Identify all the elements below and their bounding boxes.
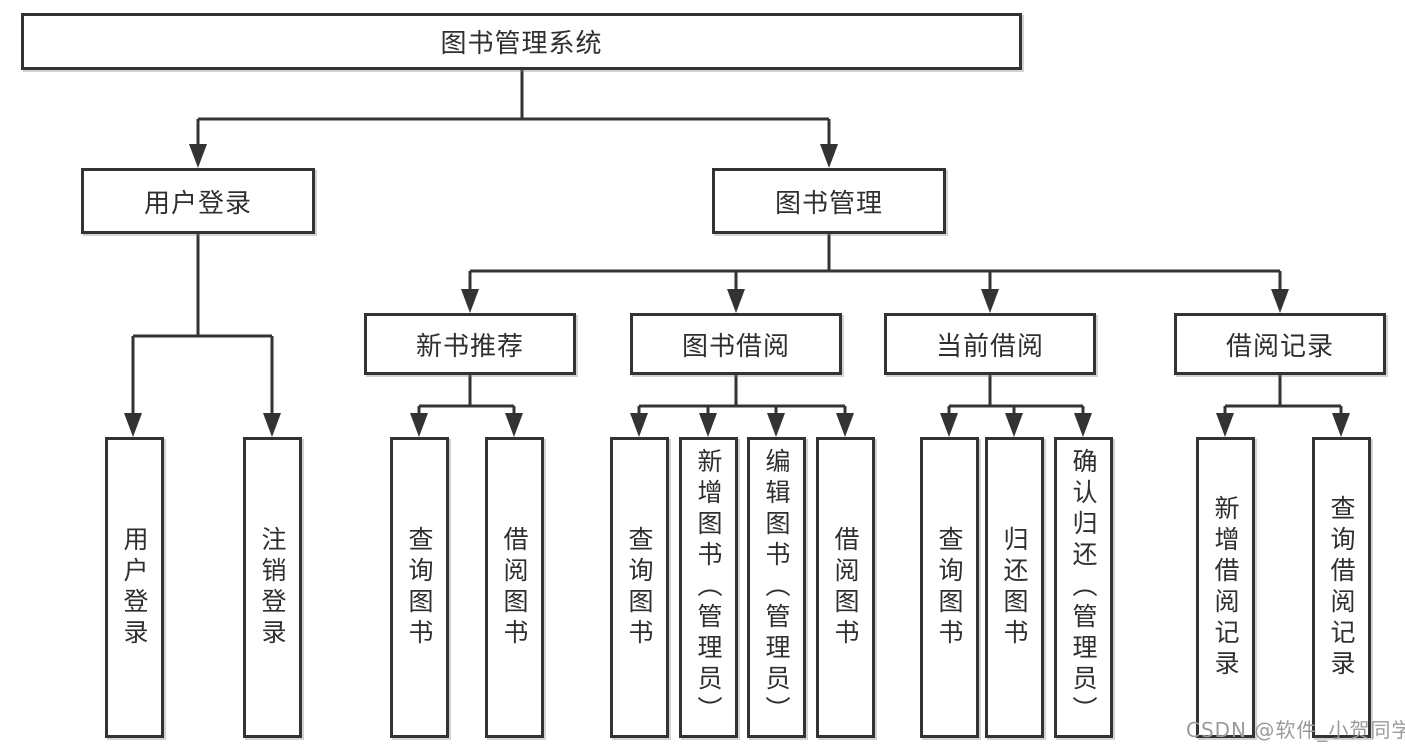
node-confirm-return-admin: 确认归还（管理员） — [1054, 437, 1113, 738]
node-user-login-leaf: 用户登录 — [105, 437, 164, 738]
node-book-borrowing: 图书借阅 — [630, 313, 842, 375]
node-label: 新增借阅记录 — [1211, 494, 1240, 681]
node-label: 查询图书 — [405, 525, 434, 650]
node-add-books-admin: 新增图书（管理员） — [679, 437, 738, 738]
node-new-book-recommendation: 新书推荐 — [364, 313, 576, 375]
node-label: 新书推荐 — [415, 331, 524, 362]
node-label: 图书管理系统 — [440, 29, 603, 59]
node-label: 借阅记录 — [1225, 331, 1334, 362]
node-label: 编辑图书（管理员） — [762, 448, 791, 727]
node-query-books-recommend: 查询图书 — [390, 437, 449, 738]
node-label: 查询借阅记录 — [1327, 494, 1356, 681]
node-logout: 注销登录 — [243, 437, 302, 738]
node-borrowing-records: 借阅记录 — [1174, 313, 1386, 375]
node-library-system-root: 图书管理系统 — [21, 13, 1022, 70]
node-book-management: 图书管理 — [712, 168, 946, 234]
node-label: 用户登录 — [143, 188, 252, 219]
node-user-login: 用户登录 — [81, 168, 315, 234]
node-label: 查询图书 — [935, 525, 964, 650]
watermark: CSDN @软件_小贺同学 — [1186, 718, 1405, 742]
node-label: 新增图书（管理员） — [694, 448, 723, 727]
node-label: 当前借阅 — [935, 331, 1044, 362]
node-borrow-books-borrowing: 借阅图书 — [816, 437, 875, 738]
node-label: 查询图书 — [625, 525, 654, 650]
node-query-borrow-record: 查询借阅记录 — [1312, 437, 1371, 738]
node-label: 确认归还（管理员） — [1069, 448, 1098, 727]
node-current-borrowing: 当前借阅 — [884, 313, 1096, 375]
node-edit-books-admin: 编辑图书（管理员） — [747, 437, 806, 738]
node-add-borrow-record: 新增借阅记录 — [1196, 437, 1255, 738]
node-label: 用户登录 — [120, 525, 149, 650]
node-query-books-borrowing: 查询图书 — [610, 437, 669, 738]
node-label: 归还图书 — [1000, 525, 1029, 650]
node-label: 注销登录 — [258, 525, 287, 650]
node-borrow-books-recommend: 借阅图书 — [485, 437, 544, 738]
node-query-books-current: 查询图书 — [920, 437, 979, 738]
node-label: 借阅图书 — [831, 525, 860, 650]
node-return-books: 归还图书 — [985, 437, 1044, 738]
node-label: 图书借阅 — [681, 331, 790, 362]
node-label: 借阅图书 — [500, 525, 529, 650]
node-label: 图书管理 — [774, 188, 883, 219]
